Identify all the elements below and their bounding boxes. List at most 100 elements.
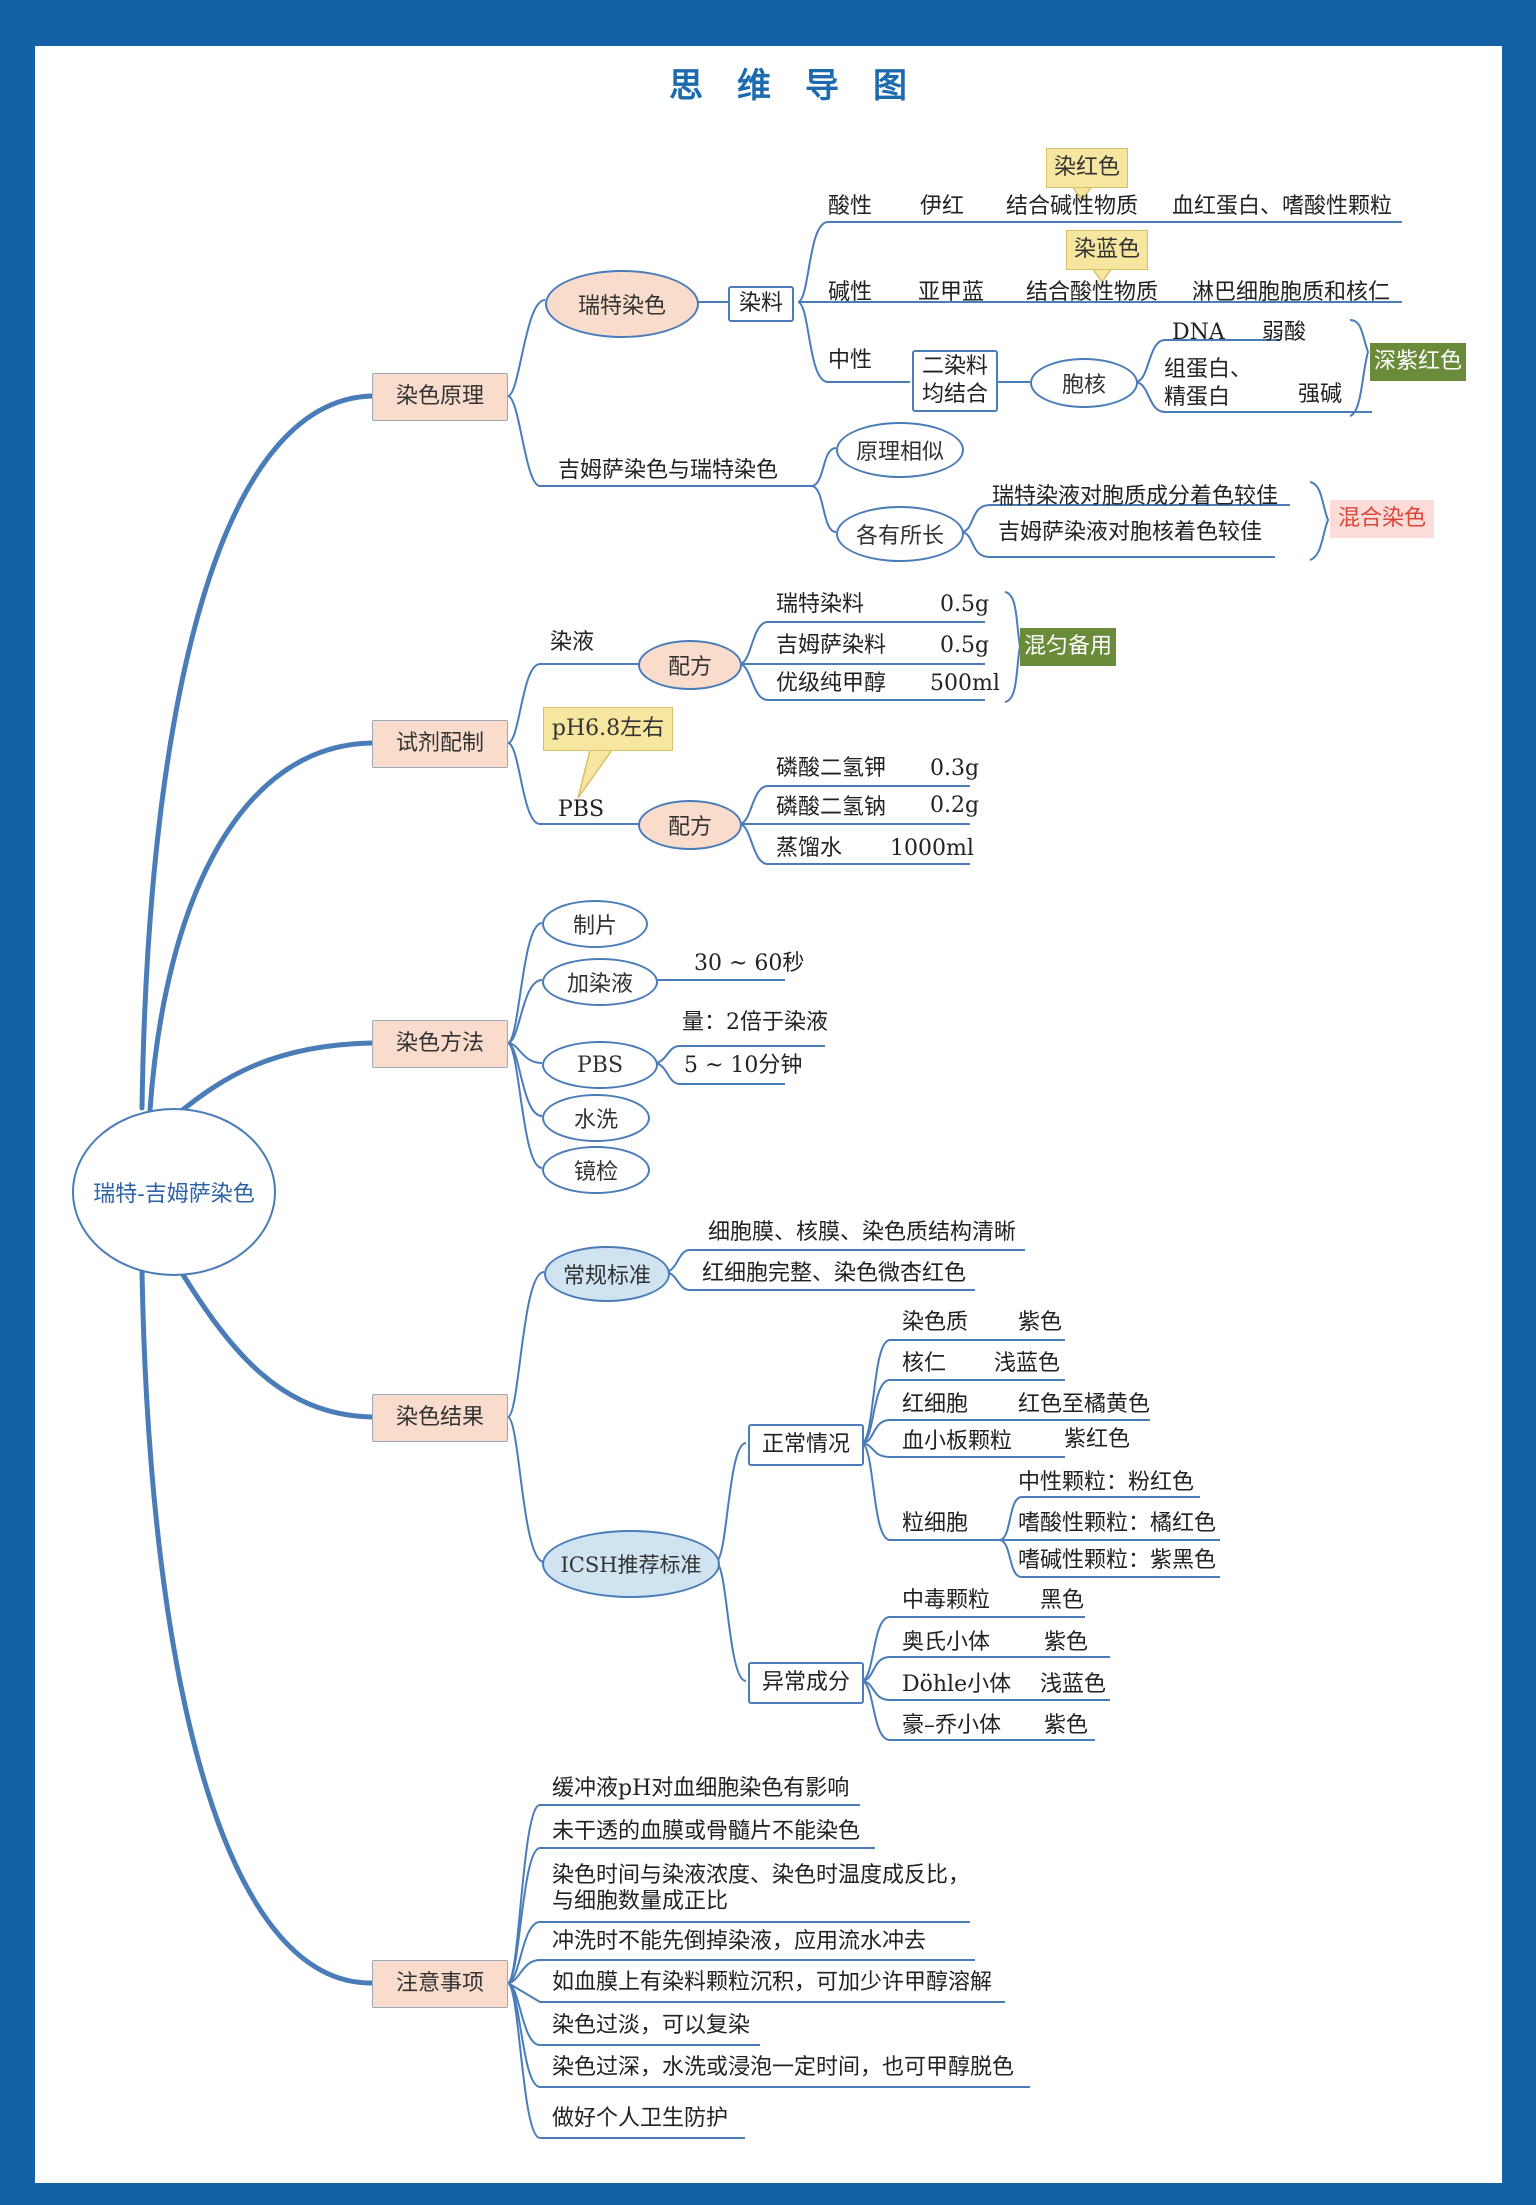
method-slide: 制片 [542, 900, 648, 948]
note-1: 缓冲液pH对血细胞染色有影响 [552, 1776, 850, 1801]
root-link-4 [177, 1267, 375, 1420]
s-item-1-name: 瑞特染料 [776, 592, 865, 617]
neutral-label: 中性 [828, 348, 873, 373]
root-link-2 [147, 740, 375, 1113]
note-3b: 与细胞数量成正比 [552, 1889, 729, 1914]
branch-principle: 染色原理 [372, 373, 508, 421]
normal-2-name: 核仁 [902, 1351, 947, 1376]
merit-2: 吉姆萨染液对胞核着色较佳 [998, 520, 1263, 545]
acid-label: 酸性 [828, 194, 873, 219]
callout-tail-ph [577, 749, 614, 799]
page-background [35, 46, 1502, 2183]
formula-2-node: 配方 [638, 800, 742, 850]
mix-ready-label: 混匀备用 [1020, 628, 1116, 666]
base-label: 碱性 [828, 280, 873, 305]
p-item-1-name: 磷酸二氢钾 [776, 756, 887, 781]
normal-3-name: 红细胞 [902, 1392, 969, 1417]
merits-node: 各有所长 [836, 506, 964, 562]
routine-item-1: 细胞膜、核膜、染色质结构清晰 [708, 1220, 1017, 1245]
pbs-label: PBS [558, 797, 605, 822]
p-item-3-name: 蒸馏水 [776, 836, 843, 861]
gran-item-3: 嗜碱性颗粒：紫黑色 [1018, 1548, 1217, 1573]
normal-4-color: 紫红色 [1064, 1427, 1131, 1452]
nucleus-node: 胞核 [1030, 358, 1138, 408]
normal-node: 正常情况 [748, 1424, 864, 1466]
ph-note: pH6.8左右 [543, 707, 673, 751]
root-node: 瑞特-吉姆萨染色 [72, 1108, 276, 1276]
gran-item-1: 中性颗粒：粉红色 [1018, 1470, 1195, 1495]
root-link-5 [139, 1269, 375, 1986]
s-item-1-qty: 0.5g [940, 592, 990, 617]
normal-4-name: 血小板颗粒 [902, 1429, 1013, 1454]
note-3a: 染色时间与染液浓度、染色时温度成反比， [552, 1863, 971, 1888]
mixed-stain-label: 混合染色 [1330, 500, 1434, 538]
weak-acid-label: 弱酸 [1262, 320, 1307, 345]
pbs-time: 5 ~ 10分钟 [684, 1053, 803, 1078]
stain-solution-label: 染液 [550, 630, 595, 655]
strong-base-label: 强碱 [1298, 382, 1343, 407]
base-binds: 结合酸性物质 [1026, 280, 1159, 305]
note-2: 未干透的血膜或骨髓片不能染色 [552, 1819, 861, 1844]
pbs-quantity: 量：2倍于染液 [682, 1010, 828, 1035]
acid-target: 血红蛋白、嗜酸性颗粒 [1172, 194, 1393, 219]
note-4: 冲洗时不能先倒掉染液，应用流水冲去 [552, 1929, 927, 1954]
routine-standard-node: 常规标准 [544, 1246, 670, 1302]
note-5: 如血膜上有染料颗粒沉积，可加少许甲醇溶解 [552, 1970, 993, 1995]
page-title: 思维导图 [669, 66, 941, 106]
similar-principle-node: 原理相似 [836, 422, 964, 478]
merit-1: 瑞特染液对胞质成分着色较佳 [992, 484, 1279, 509]
root-link-1 [139, 393, 375, 1111]
icsh-standard-node: ICSH推荐标准 [542, 1530, 720, 1598]
both-dyes-node: 二染料均结合 [912, 350, 998, 412]
result-deep-purple: 深紫红色 [1370, 343, 1466, 381]
abnormal-2-color: 紫色 [1044, 1630, 1089, 1655]
s-item-3-name: 优级纯甲醇 [776, 671, 887, 696]
root-link-3 [177, 1040, 375, 1115]
method-pbs: PBS [542, 1041, 658, 1089]
protein-label: 组蛋白、精蛋白 [1164, 357, 1253, 410]
note-7: 染色过深，水洗或浸泡一定时间，也可甲醇脱色 [552, 2055, 1015, 2080]
dye-node: 染料 [728, 286, 794, 322]
p-item-3-qty: 1000ml [890, 836, 974, 861]
p-item-2-name: 磷酸二氢钠 [776, 795, 887, 820]
gran-item-2: 嗜酸性颗粒：橘红色 [1018, 1511, 1217, 1536]
routine-item-2: 红细胞完整、染色微杏红色 [702, 1261, 967, 1286]
normal-2-color: 浅蓝色 [994, 1351, 1061, 1376]
formula-1-node: 配方 [638, 640, 742, 690]
base-target: 淋巴细胞胞质和核仁 [1192, 280, 1391, 305]
branch-method: 染色方法 [372, 1020, 508, 1068]
granulocyte-label: 粒细胞 [902, 1511, 969, 1536]
abnormal-4-name: 豪–乔小体 [902, 1713, 1002, 1738]
abnormal-1-name: 中毒颗粒 [902, 1588, 991, 1613]
abnormal-4-color: 紫色 [1044, 1713, 1089, 1738]
s-item-2-qty: 0.5g [940, 633, 990, 658]
wright-stain-node: 瑞特染色 [545, 270, 699, 338]
note-stain-blue: 染蓝色 [1066, 230, 1148, 270]
base-dye: 亚甲蓝 [918, 280, 985, 305]
abnormal-1-color: 黑色 [1040, 1588, 1085, 1613]
s-item-3-qty: 500ml [930, 671, 1000, 696]
branch-results: 染色结果 [372, 1394, 508, 1442]
p-item-2-qty: 0.2g [930, 793, 980, 818]
s-item-2-name: 吉姆萨染料 [776, 633, 887, 658]
note-8: 做好个人卫生防护 [552, 2106, 729, 2131]
acid-dye: 伊红 [920, 194, 965, 219]
note-stain-red: 染红色 [1046, 148, 1128, 188]
add-stain-time: 30 ~ 60秒 [694, 951, 805, 976]
abnormal-3-name: Döhle小体 [902, 1672, 1012, 1697]
method-add-stain: 加染液 [542, 958, 658, 1006]
abnormal-node: 异常成分 [748, 1662, 864, 1704]
acid-binds: 结合碱性物质 [1006, 194, 1139, 219]
abnormal-2-name: 奥氏小体 [902, 1630, 991, 1655]
branch-notes: 注意事项 [372, 1960, 508, 2008]
normal-1-color: 紫色 [1018, 1310, 1063, 1335]
abnormal-3-color: 浅蓝色 [1040, 1672, 1107, 1697]
p-item-1-qty: 0.3g [930, 756, 980, 781]
dna-label: DNA [1172, 320, 1225, 345]
method-inspect: 镜检 [542, 1146, 650, 1194]
note-6: 染色过淡，可以复染 [552, 2013, 751, 2038]
method-wash: 水洗 [542, 1094, 650, 1142]
branch-reagents: 试剂配制 [372, 720, 508, 768]
normal-1-name: 染色质 [902, 1310, 969, 1335]
